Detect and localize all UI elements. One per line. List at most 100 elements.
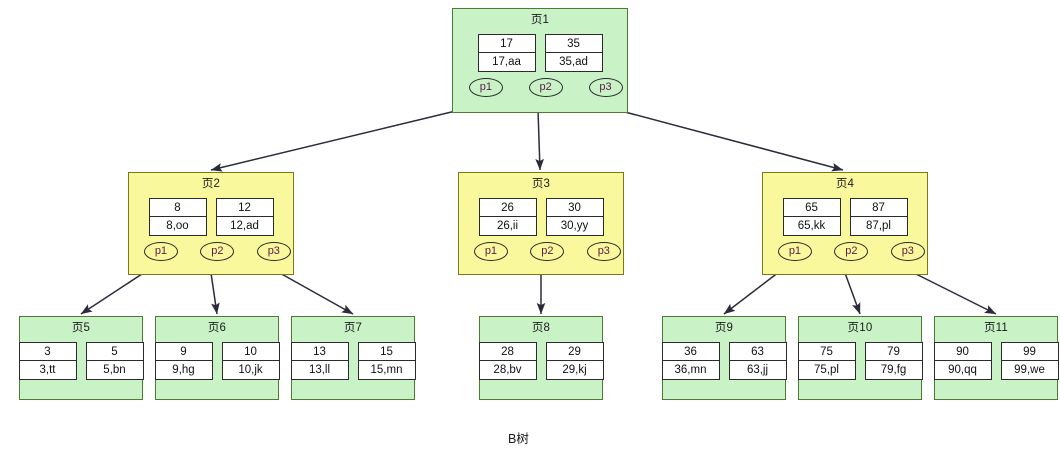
edge-page1-p2-to-page3 xyxy=(535,109,544,171)
record-value: 29,kj xyxy=(562,363,587,376)
btree-node-page5[interactable]: 页5 3 3,tt 5 5,bn xyxy=(18,316,144,400)
record-key: 26 xyxy=(479,199,536,217)
record-key: 17 xyxy=(478,35,535,53)
edge-page4-p3-to-page11 xyxy=(911,271,997,315)
record-cell[interactable]: 9 9,hg xyxy=(154,341,213,380)
child-pointer-p3[interactable]: p3 xyxy=(586,241,621,261)
record-value: 90,qq xyxy=(948,363,977,376)
pointer-row: p1 p2 p3 xyxy=(129,239,293,265)
edge-page4-p2-to-page10 xyxy=(844,272,861,315)
record-cell[interactable]: 63 63,jj xyxy=(728,341,787,380)
child-pointer-p2[interactable]: p2 xyxy=(834,241,869,261)
node-title-page6: 页6 xyxy=(207,322,227,334)
pointer-row: p1 p2 p3 xyxy=(763,239,927,265)
node-title-page11: 页11 xyxy=(983,322,1009,334)
record-value: 28,bv xyxy=(493,363,522,376)
child-pointer-p1[interactable]: p1 xyxy=(143,241,178,261)
child-pointer-p3[interactable]: p3 xyxy=(890,241,925,261)
record-value: 79,fg xyxy=(880,363,907,376)
record-value: 63,jj xyxy=(746,363,769,376)
edge-page1-p3-to-page4 xyxy=(609,107,844,172)
record-cell[interactable]: 3 3,tt xyxy=(18,341,77,380)
record-value: 15,mn xyxy=(370,363,403,376)
record-key: 63 xyxy=(729,343,786,361)
record-key: 36 xyxy=(662,343,719,361)
record-value: 3,tt xyxy=(39,363,56,376)
record-value: 30,yy xyxy=(560,219,589,232)
record-key: 3 xyxy=(19,343,76,361)
node-title-page2: 页2 xyxy=(201,178,221,190)
node-title-page5: 页5 xyxy=(71,322,91,334)
edge-page2-p3-to-page7 xyxy=(277,271,354,315)
record-key: 13 xyxy=(291,343,348,361)
child-pointer-p1[interactable]: p1 xyxy=(473,241,508,261)
record-value: 12,ad xyxy=(230,219,259,232)
child-pointer-p2[interactable]: p2 xyxy=(530,241,565,261)
record-value: 9,hg xyxy=(172,363,195,376)
edge-page2-p2-to-page6 xyxy=(210,272,220,315)
edge-page4-p1-to-page9 xyxy=(723,271,780,315)
node-title-page10: 页10 xyxy=(847,322,873,334)
pointer-row: p1 p2 p3 xyxy=(453,75,627,101)
record-key: 15 xyxy=(358,343,415,361)
record-value: 5,bn xyxy=(103,363,126,376)
child-pointer-p3[interactable]: p3 xyxy=(256,241,291,261)
child-pointer-p3[interactable]: p3 xyxy=(588,77,623,97)
record-key: 8 xyxy=(149,199,206,217)
edge-page2-p1-to-page5 xyxy=(80,271,146,315)
record-key: 35 xyxy=(545,35,602,53)
child-pointer-p2[interactable]: p2 xyxy=(200,241,235,261)
child-pointer-p1[interactable]: p1 xyxy=(777,241,812,261)
node-title-page7: 页7 xyxy=(343,322,363,334)
cell-row: 3 3,tt 5 5,bn xyxy=(18,341,144,380)
node-title-page1: 页1 xyxy=(530,14,550,26)
record-cell[interactable]: 8 8,oo xyxy=(148,197,207,236)
edge-page1-p1-to-page2 xyxy=(210,107,469,172)
record-value: 99,we xyxy=(1014,363,1045,376)
record-value: 75,pl xyxy=(814,363,839,376)
record-value: 8,oo xyxy=(166,219,189,232)
record-key: 29 xyxy=(546,343,603,361)
record-key: 5 xyxy=(86,343,143,361)
record-cell[interactable]: 29 29,kj xyxy=(545,341,604,380)
record-value: 87,pl xyxy=(866,219,891,232)
child-pointer-p2[interactable]: p2 xyxy=(528,77,563,97)
record-key: 9 xyxy=(155,343,212,361)
record-cell[interactable]: 15 15,mn xyxy=(357,341,416,380)
child-pointer-p1[interactable]: p1 xyxy=(468,77,503,97)
record-cell[interactable]: 5 5,bn xyxy=(85,341,144,380)
